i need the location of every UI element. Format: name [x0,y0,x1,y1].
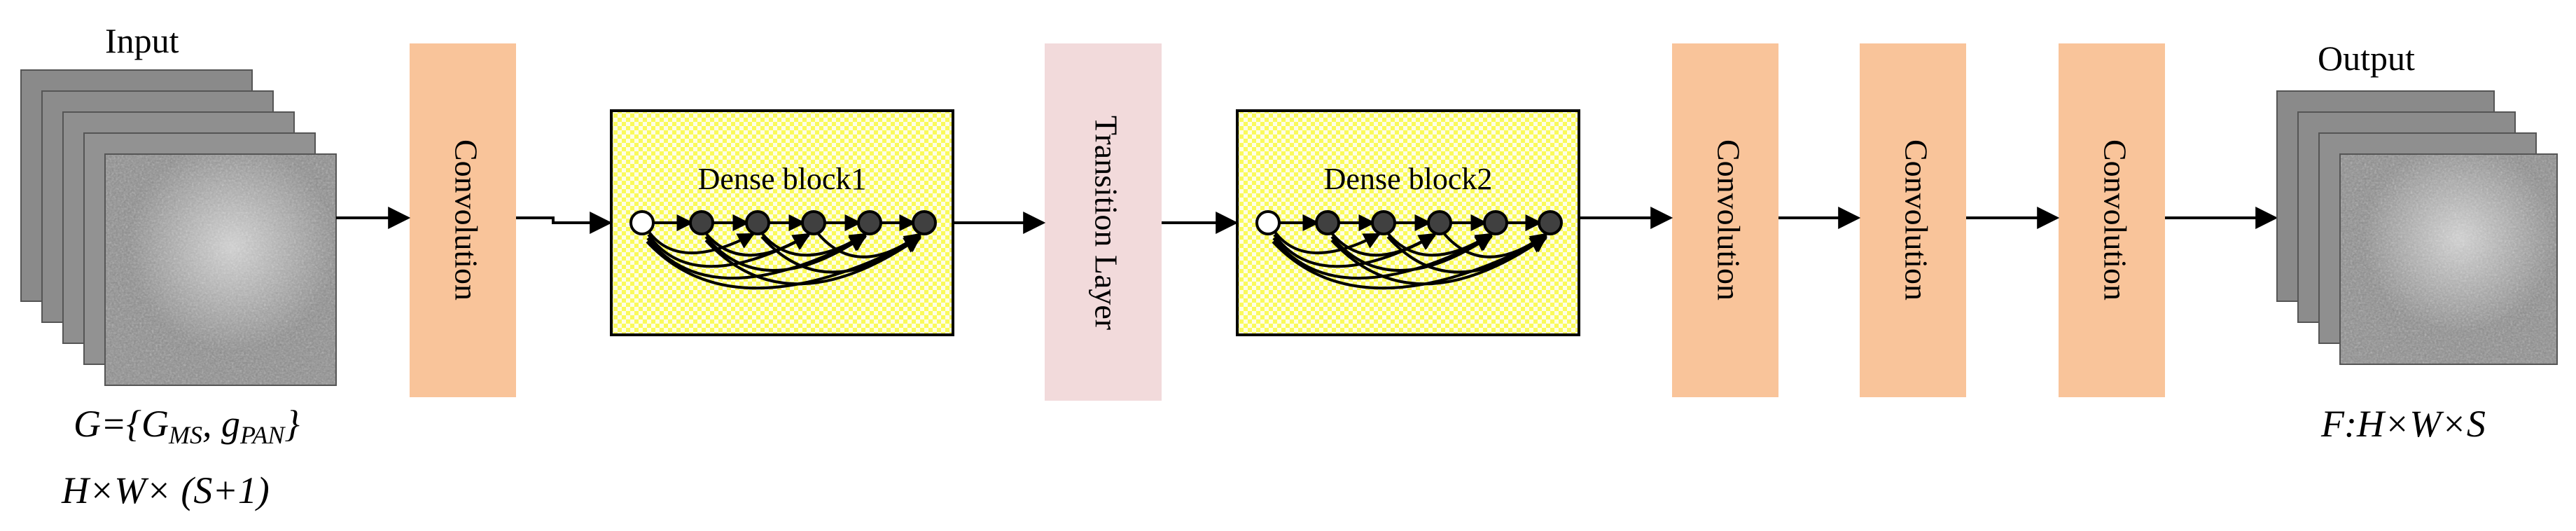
transition-layer-block [1045,43,1162,401]
dense-node [1483,210,1508,235]
arrow-conv1-to-dense1 [516,212,613,234]
transition-layer-label: Transition Layer [1088,116,1124,330]
dense-block-2: Dense block2 [1236,109,1580,336]
convolution-block-2 [1672,43,1778,397]
dense-node [745,210,770,235]
dense-node [1427,210,1452,235]
dense-node [912,210,937,235]
convolution-label-2: Convolution [1711,139,1746,301]
dense-node [1371,210,1396,235]
dense-node-input [1255,210,1281,235]
flow-arrows [336,207,2278,234]
input-image-stack [20,69,337,386]
convolution-block-1 [410,43,516,397]
input-dimensions: H×W× (S+1) [61,469,270,511]
dense-block-label-2: Dense block2 [1324,162,1493,196]
convolution-label-1: Convolution [448,139,484,301]
dense-node-input [629,210,655,235]
input-formula: G={GMS, gPAN} [74,403,300,449]
dense-block-1: Dense block1 [610,109,954,336]
convolution-block-3 [1860,43,1966,397]
input-image-front [104,153,337,386]
output-image-stack [2276,90,2558,365]
output-image-front [2339,153,2558,365]
dense-node [857,210,882,235]
dense-node [689,210,714,235]
convolution-label-4: Convolution [2097,139,2133,301]
dense-connections-2 [1272,214,1548,290]
output-title: Output [2318,39,2415,78]
dense-node [1538,210,1563,235]
input-title: Input [105,21,179,60]
dense-node [801,210,826,235]
dense-node [1315,210,1340,235]
dense-block-label-1: Dense block1 [698,162,867,196]
dense-connections-1 [646,214,922,290]
convolution-block-4 [2059,43,2165,397]
output-dimensions: F:H×W×S [2320,403,2486,445]
convolution-label-3: Convolution [1898,139,1934,301]
